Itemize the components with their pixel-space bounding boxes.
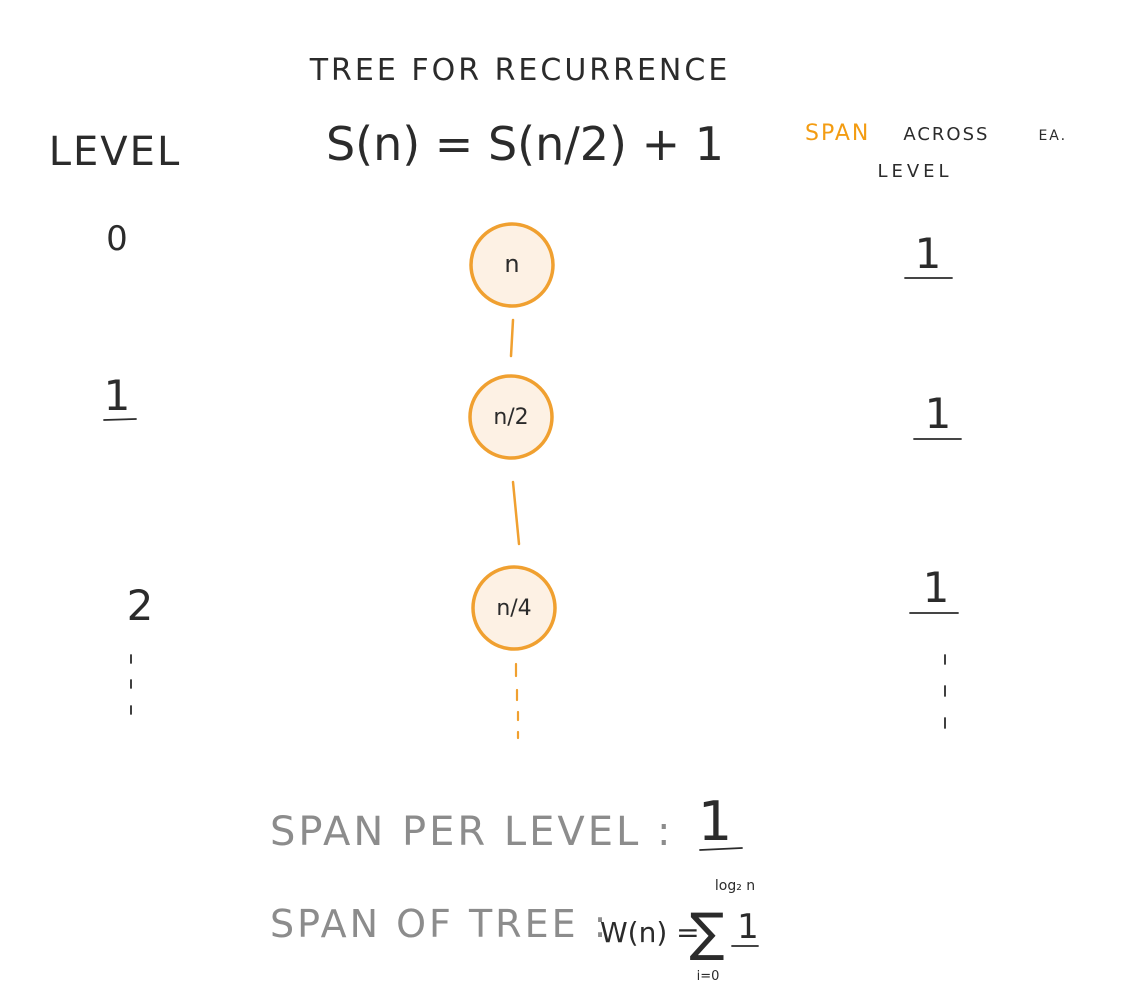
- node-level-2-label: n/4: [496, 596, 531, 621]
- span-header-line2: LEVEL: [877, 161, 952, 182]
- span-value-level-1: 1: [925, 389, 952, 438]
- node-level-2: n/4: [471, 565, 557, 651]
- span-of-tree-label: SPAN OF TREE :: [270, 902, 609, 946]
- node-level-1-label: n/2: [493, 405, 528, 430]
- level-header: LEVEL: [49, 129, 181, 175]
- span-header-across: ACROSS: [903, 124, 989, 145]
- edge-n2-to-n4: [511, 480, 521, 546]
- tree-ellipsis: [514, 662, 520, 740]
- span-per-level-underline: [699, 847, 743, 851]
- edge-n-to-n2: [509, 318, 515, 358]
- span-value-level-2: 1: [923, 563, 950, 612]
- span-header-highlight: SPAN: [805, 121, 870, 146]
- span-value-level-0: 1: [915, 229, 942, 278]
- node-level-1: n/2: [468, 374, 554, 460]
- level-1-label: 1: [104, 371, 131, 420]
- span-header-line1: SPAN ACROSS EA.: [805, 121, 1067, 146]
- span-per-level-label: SPAN PER LEVEL :: [270, 809, 674, 855]
- span-header-abbrev: EA.: [1038, 128, 1067, 144]
- diagram-title: TREE FOR RECURRENCE: [309, 53, 731, 88]
- span-per-level-value: 1: [698, 790, 732, 853]
- sum-lower-bound: i=0: [697, 969, 720, 984]
- level-0-label: 0: [106, 219, 128, 259]
- sum-term: 1: [737, 907, 759, 947]
- node-root-label: n: [504, 250, 519, 278]
- level-1-underline: [103, 418, 137, 421]
- recurrence-formula: S(n) = S(n/2) + 1: [326, 117, 724, 171]
- sum-upper-bound: log₂ n: [715, 878, 755, 894]
- level-2-label: 2: [127, 581, 154, 630]
- sum-symbol: ∑: [689, 903, 724, 963]
- node-root: n: [469, 222, 555, 308]
- formula-lhs: W(n) =: [600, 916, 700, 949]
